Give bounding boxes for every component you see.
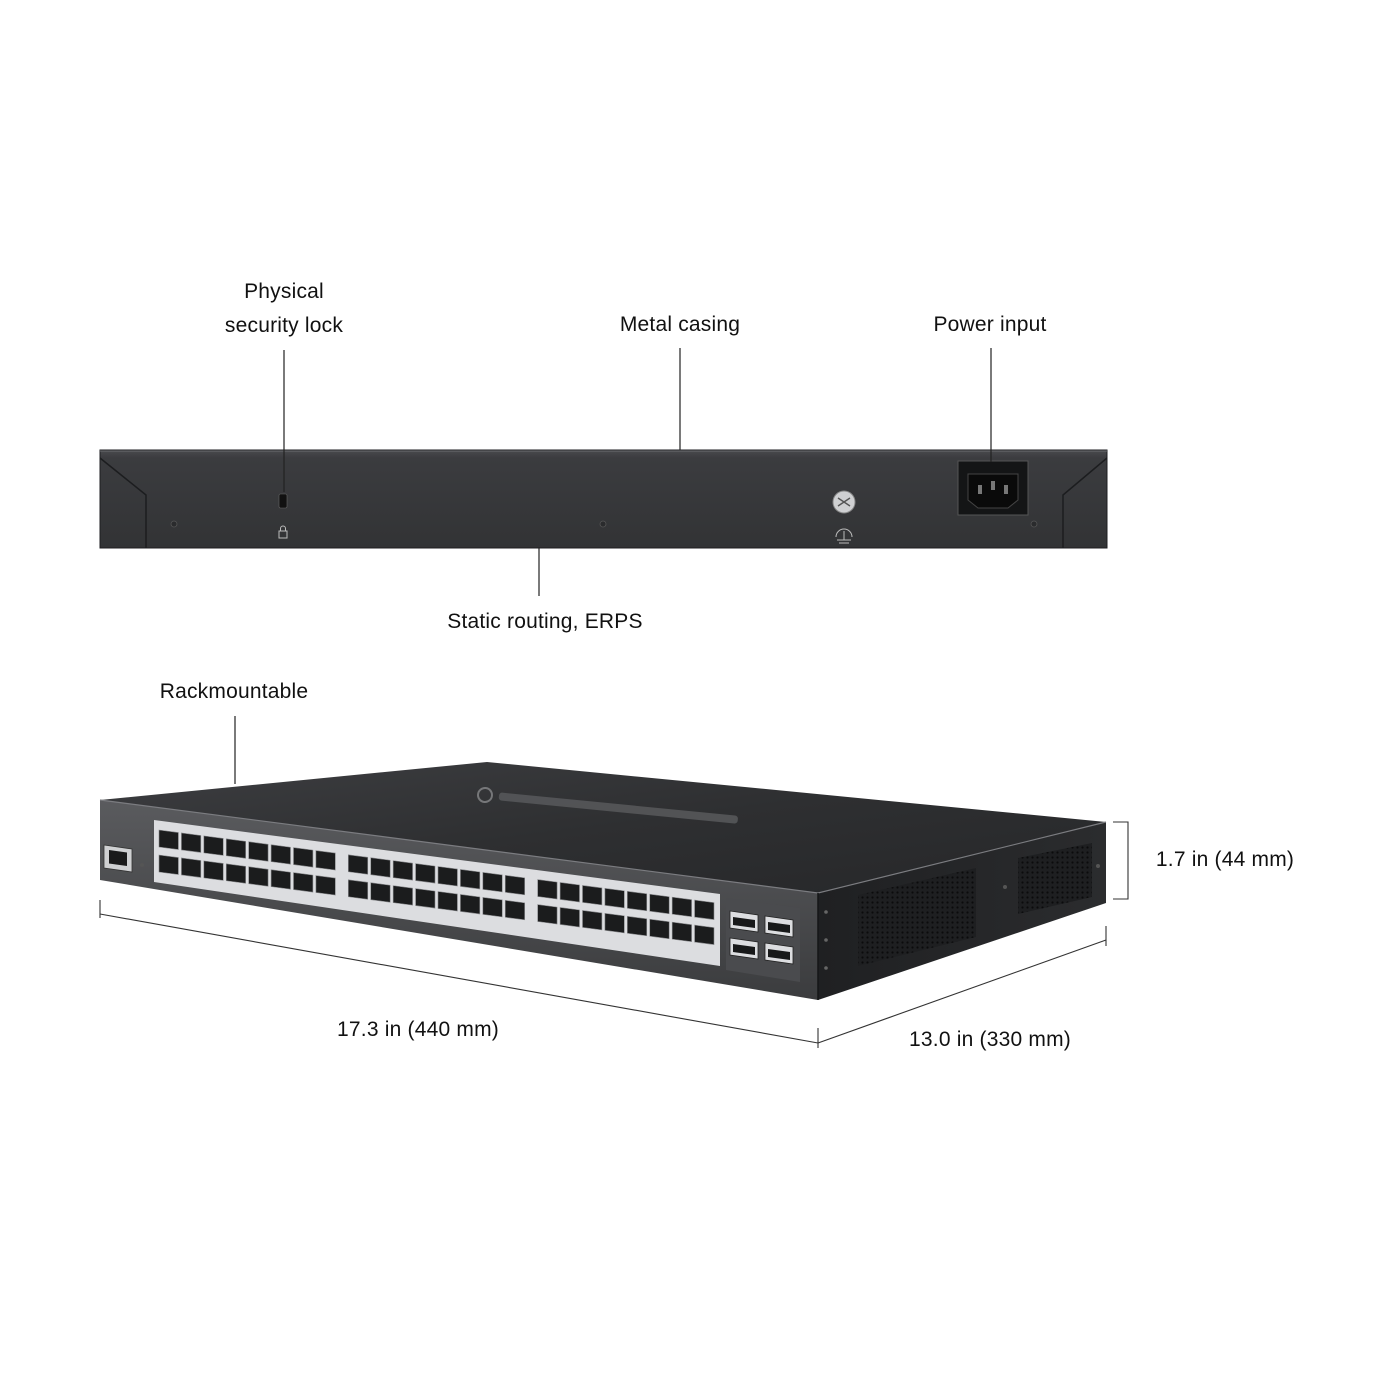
rj45-port: [460, 869, 481, 890]
rj45-port: [415, 863, 436, 884]
rj45-port: [537, 879, 558, 900]
rj45-port: [158, 829, 179, 850]
top-lid: [100, 762, 1106, 893]
callout-static-routing: Static routing, ERPS: [447, 610, 643, 633]
rj45-port: [604, 912, 625, 934]
dimension-height: 1.7 in (44 mm): [1155, 848, 1295, 871]
rj45-port-grid: [158, 829, 715, 945]
rj45-port: [694, 924, 715, 945]
rj45-port: [293, 847, 314, 868]
side-vent: [858, 868, 976, 966]
rj45-port: [482, 872, 503, 893]
rj45-port: [437, 866, 458, 887]
rj45-port: [270, 869, 291, 890]
callout-metal-casing: Metal casing: [619, 313, 741, 336]
leader-lines-rear: [283, 348, 992, 596]
rj45-port: [181, 857, 202, 878]
rj45-port: [203, 835, 224, 856]
callout-power-input: Power input: [933, 313, 1047, 336]
screw: [170, 520, 178, 528]
switch-3d: [99, 762, 1107, 1000]
lock-icon: [278, 525, 288, 539]
security-lock-slot: [278, 493, 288, 509]
rj45-port: [248, 841, 269, 862]
rj45-port: [225, 863, 246, 884]
ground-icon: [832, 490, 856, 544]
rj45-port: [460, 894, 481, 915]
rj45-port: [559, 882, 580, 903]
rj45-port: [181, 832, 202, 853]
rj45-port: [348, 879, 369, 900]
rj45-port: [293, 872, 314, 893]
callout-rackmountable: Rackmountable: [159, 680, 309, 703]
dimension-depth: 13.0 in (330 mm): [909, 1028, 1071, 1051]
rj45-port: [671, 896, 692, 918]
rj45-port: [559, 907, 580, 928]
rj45-port: [537, 904, 558, 925]
rj45-port: [694, 899, 715, 920]
rj45-port: [582, 910, 603, 931]
rj45-port: [158, 854, 179, 875]
dimension-lines: [99, 821, 1129, 1048]
rj45-port: [649, 893, 670, 915]
screw: [1030, 520, 1038, 528]
rj45-port: [370, 882, 391, 903]
rj45-port: [248, 866, 269, 887]
rj45-port: [649, 918, 670, 940]
sfp-openings: [733, 917, 790, 960]
rj45-port: [604, 887, 625, 909]
rj45-port: [627, 915, 648, 937]
dimension-width: 17.3 in (440 mm): [337, 1018, 499, 1041]
rj45-port: [437, 891, 458, 912]
callout-security-lock-line2: security lock: [224, 314, 344, 337]
rj45-port: [348, 854, 369, 875]
rj45-port: [392, 885, 413, 906]
screw: [599, 520, 607, 528]
rj45-port: [270, 844, 291, 865]
rj45-port: [392, 860, 413, 881]
rj45-port: [504, 899, 525, 921]
rj45-port: [582, 885, 603, 906]
rj45-port: [203, 860, 224, 881]
rj45-port: [315, 875, 336, 896]
callout-security-lock-line1: Physical: [244, 280, 324, 303]
rj45-port: [225, 838, 246, 859]
rj45-port: [504, 874, 525, 896]
rj45-port: [370, 857, 391, 878]
brand-logo: [477, 787, 738, 824]
rj45-port: [482, 897, 503, 918]
rj45-port: [671, 921, 692, 943]
power-socket-icon: [957, 460, 1029, 516]
rj45-port: [315, 850, 336, 871]
rj45-port: [415, 888, 436, 909]
rj45-port: [627, 890, 648, 912]
rear-panel: [99, 449, 1108, 549]
side-vent: [1018, 843, 1092, 914]
callout-security-lock: Physical security lock: [184, 275, 384, 343]
